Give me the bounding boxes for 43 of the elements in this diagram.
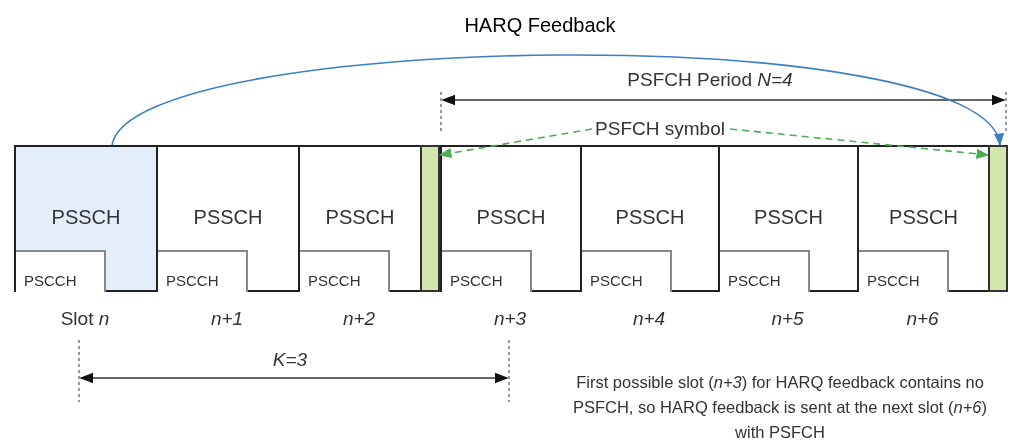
channel-label: PSSCH (888, 207, 959, 227)
slot-box (440, 145, 580, 292)
psfch-symbol-bar (420, 145, 440, 292)
channel-box (442, 250, 532, 292)
channel-label: PSSCH (50, 207, 122, 227)
channel-label: PSSCH (192, 207, 264, 227)
slot-label: Slot n (60, 307, 110, 331)
dimension-label: K=3 (272, 348, 308, 372)
channel-label: PSCCH (450, 273, 503, 288)
note-text: First possible slot (n+3) for HARQ feedback contains no PSFCH, so HARQ feedback is sent at the next slot (n+6) with PSFCH (572, 373, 988, 441)
channel-label: PSCCH (308, 273, 361, 288)
slot-label: n+4 (632, 307, 666, 331)
slot-label: n+1 (210, 307, 244, 331)
channel-label: PSCCH (166, 273, 219, 288)
channel-label: PSCCH (590, 273, 643, 288)
slot-box (580, 145, 718, 292)
channel-box (720, 250, 810, 292)
channel-label: PSCCH (24, 273, 77, 288)
channel-label: PSCCH (728, 273, 781, 288)
channel-label: PSSCH (324, 207, 396, 227)
slot-box (14, 145, 156, 292)
channel-label: PSSCH (753, 207, 824, 227)
channel-box (16, 250, 106, 292)
dashed-arrow (438, 128, 593, 159)
slot-label: n+2 (342, 307, 376, 331)
slot-label: n+3 (493, 307, 527, 331)
channel-box (582, 250, 672, 292)
slot-label: n+6 (906, 307, 939, 331)
slot-box (156, 145, 298, 292)
channel-label: PSCCH (867, 273, 920, 288)
slot-box (298, 145, 420, 292)
slot-box (857, 145, 988, 292)
dimension-label: PSFCH Period N=4 (626, 68, 794, 92)
psfch-symbol-bar (988, 145, 1008, 292)
channel-label: PSSCH (614, 207, 686, 227)
edge-label: HARQ Feedback (463, 13, 617, 38)
dashed-arrow (729, 128, 990, 159)
channel-box (158, 250, 248, 292)
channel-box (300, 250, 390, 292)
slot-box (718, 145, 857, 292)
channel-label: PSSCH (475, 207, 547, 227)
channel-box (859, 250, 949, 292)
slot-label: n+5 (771, 307, 804, 331)
